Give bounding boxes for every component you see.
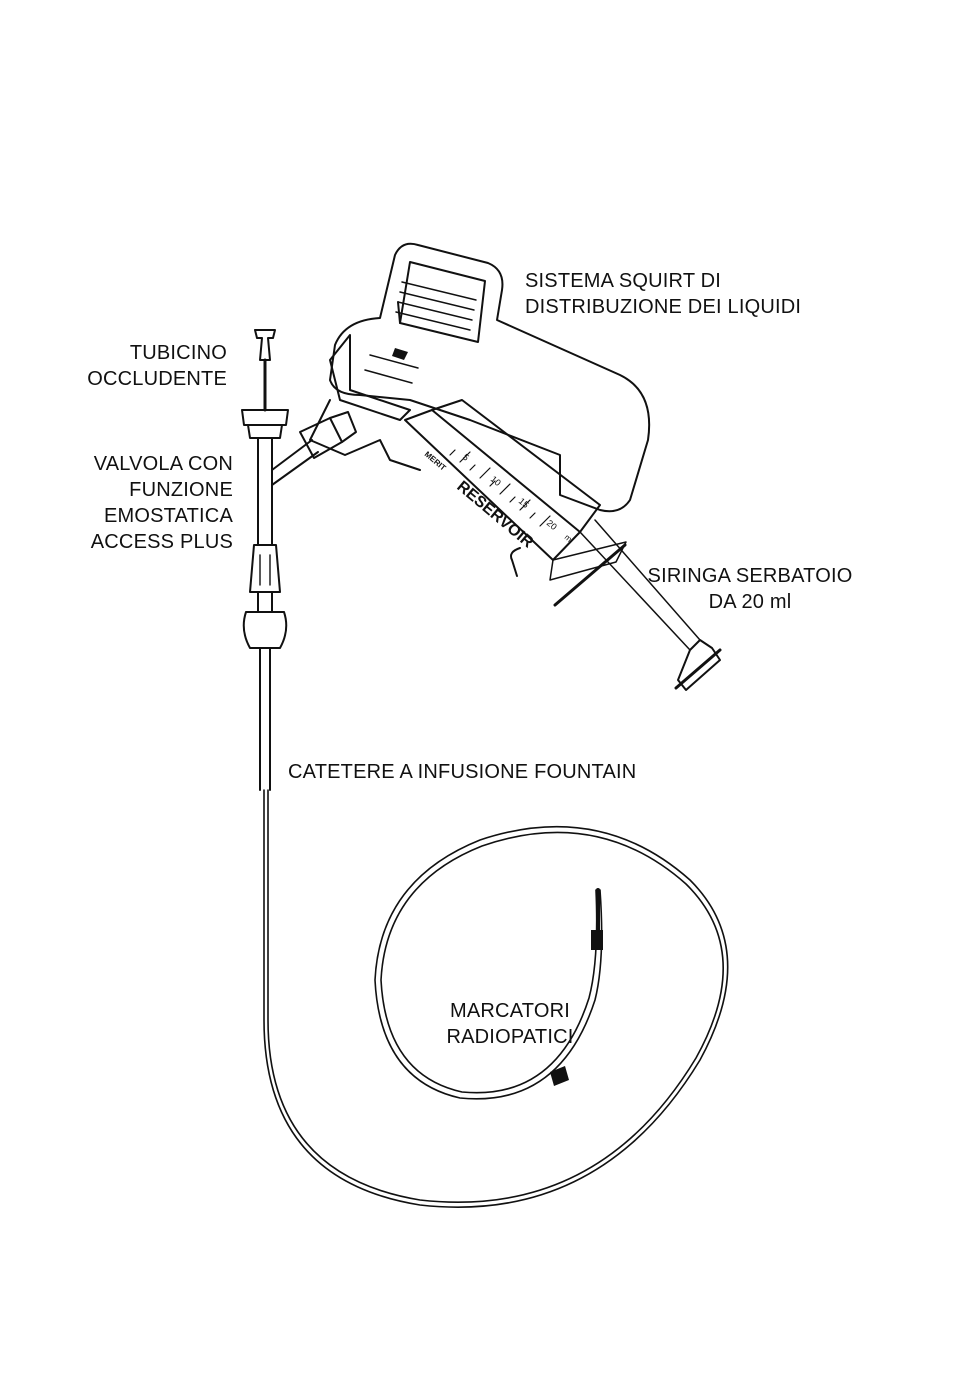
syringe-scale-5: 5 bbox=[461, 452, 471, 463]
label-tubicino-line-2: OCCLUDENTE bbox=[87, 366, 227, 392]
syringe-scale-15: 15 bbox=[517, 496, 531, 510]
label-reservoir-syringe: SIRINGA SERBATOIO DA 20 ml bbox=[640, 563, 860, 615]
label-infusion-catheter: CATETERE A INFUSIONE FOUNTAIN bbox=[288, 759, 636, 785]
label-marcatori-line-1: MARCATORI bbox=[430, 998, 590, 1024]
label-valvola-line-3: EMOSTATICA bbox=[91, 503, 233, 529]
label-siringa-line-2: DA 20 ml bbox=[640, 589, 860, 615]
label-occluding-tube: TUBICINO OCCLUDENTE bbox=[87, 340, 227, 392]
label-tubicino-line-1: TUBICINO bbox=[87, 340, 227, 366]
occluding-tube bbox=[255, 330, 275, 410]
syringe-brand: MERIT bbox=[423, 450, 448, 473]
label-squirt-line-1: SISTEMA SQUIRT DI bbox=[525, 268, 801, 294]
syringe-unit: ml bbox=[563, 533, 575, 545]
label-squirt-line-2: DISTRIBUZIONE DEI LIQUIDI bbox=[525, 294, 801, 320]
label-squirt-system: SISTEMA SQUIRT DI DISTRIBUZIONE DEI LIQU… bbox=[525, 268, 801, 320]
label-marcatori-line-2: RADIOPATICI bbox=[430, 1024, 590, 1050]
syringe-barrel-text: RESERVOIR bbox=[453, 478, 536, 552]
reservoir-syringe bbox=[405, 400, 720, 690]
label-valvola-line-1: VALVOLA CON bbox=[91, 451, 233, 477]
label-valvola-line-4: ACCESS PLUS bbox=[91, 529, 233, 555]
label-valvola-line-2: FUNZIONE bbox=[91, 477, 233, 503]
access-plus-valve bbox=[242, 410, 356, 790]
label-siringa-line-1: SIRINGA SERBATOIO bbox=[640, 563, 860, 589]
label-hemostatic-valve: VALVOLA CON FUNZIONE EMOSTATICA ACCESS P… bbox=[91, 451, 233, 555]
label-radiopaque-markers: MARCATORI RADIOPATICI bbox=[430, 998, 590, 1050]
